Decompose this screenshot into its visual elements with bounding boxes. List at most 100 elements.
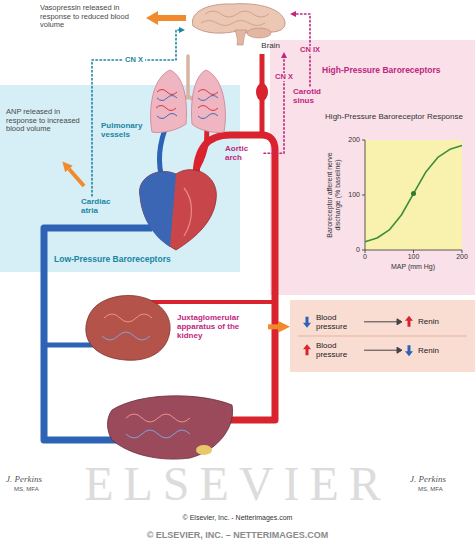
organ-node: Brain: [185, 2, 290, 52]
node-label: Blood pressure: [316, 341, 360, 359]
nerve-label: CN X: [273, 73, 295, 81]
structure-label: Cardiac atria: [80, 196, 120, 216]
axis-title-holder: MAP (mm Hg): [373, 263, 453, 271]
structure-label: Juxtaglomerular apparatus of the kidney: [176, 312, 266, 342]
tick-label: 200: [450, 253, 474, 261]
nerve-label-holder: CN IX: [298, 46, 322, 54]
signature-holder: J. Perkins: [410, 474, 472, 484]
increase-arrow: [303, 344, 311, 355]
watermark: ELSEVIER: [0, 460, 475, 508]
chart-plot-area: [365, 140, 462, 250]
vasopressin-arrow: [146, 11, 186, 25]
axis-ticks: [362, 140, 462, 253]
carotid-sinus-bulb: [256, 83, 268, 101]
tick-label: 0: [353, 253, 377, 261]
axis-title: MAP (mm Hg): [373, 263, 453, 271]
node-label: Blood pressure: [316, 313, 360, 331]
node-label: Cardiac atria: [81, 197, 119, 215]
lung-capillaries: [156, 90, 218, 111]
leads-to-arrow: [364, 347, 402, 353]
node-label: Renin: [418, 346, 462, 355]
node-label: High-Pressure Baroreceptor Response: [318, 112, 470, 121]
set-point-dot: [411, 191, 416, 196]
copyright: © ELSEVIER, INC. – NETTERIMAGES.COM: [0, 530, 475, 540]
hormone-note-holder: Vasopressin released in response to redu…: [40, 4, 142, 30]
signature: J. Perkins: [6, 474, 68, 484]
signature-degree-holder: MS, MFA: [14, 486, 64, 493]
liver-capillaries: [126, 430, 190, 438]
copyright: © Elsevier, Inc. - Netterimages.com: [0, 514, 475, 522]
copyright-holder: © Elsevier, Inc. - Netterimages.com: [0, 514, 475, 522]
heart: [140, 170, 217, 250]
signal-arrow: [268, 324, 278, 329]
brainstem: [235, 30, 247, 45]
region-band: Carotid sinusHigh-Pressure Baroreceptor …: [270, 40, 475, 295]
nerve-pathway: [92, 30, 179, 196]
renin-symbols: [290, 300, 475, 372]
axis-title-holder: Baroreceptor afferent nerve discharge (%…: [324, 140, 344, 250]
row-divider: [298, 336, 467, 337]
tick-label-holder: 0: [353, 253, 377, 261]
cerebrum: [192, 4, 285, 33]
kidney-capillaries: [102, 332, 150, 340]
node-label: Aortic arch: [225, 144, 263, 162]
nerve-label-holder: CN X: [273, 73, 295, 81]
copyright-holder: © ELSEVIER, INC. – NETTERIMAGES.COM: [0, 530, 475, 540]
nerve-label-holder: CN X: [123, 56, 145, 64]
left-lung: [151, 70, 187, 133]
watermark-holder: ELSEVIER: [0, 460, 475, 508]
renal-artery: [140, 300, 275, 304]
node-label: Juxtaglomerular apparatus of the kidney: [177, 313, 265, 341]
signature: J. Perkins: [410, 474, 472, 484]
brain-gyri: [201, 11, 269, 26]
tick-label: 100: [338, 191, 360, 199]
signature-degree: MS, MFA: [418, 486, 468, 493]
structure-label: Carotid sinus: [292, 86, 332, 106]
tick-label-holder: 200: [338, 136, 360, 144]
kidney: [86, 295, 170, 360]
tick-label-holder: 0: [338, 246, 360, 254]
hormone-note: Vasopressin released in response to redu…: [40, 4, 142, 30]
decrease-arrow: [405, 345, 413, 356]
hormone-note: ANP released in response to increased bl…: [6, 108, 84, 134]
response-curve: [365, 146, 462, 242]
nerve-label: CN IX: [298, 46, 322, 54]
tick-label-holder: 200: [450, 253, 474, 261]
liver: [108, 396, 233, 459]
nerve-label: CN X: [123, 56, 145, 64]
cerebellum: [247, 28, 271, 38]
axis-title: Baroreceptor afferent nerve discharge (%…: [326, 140, 342, 250]
tick-label: 0: [338, 246, 360, 254]
renin-box: Blood pressureReninBlood pressureRenin: [290, 300, 475, 372]
signature-degree: MS, MFA: [14, 486, 64, 493]
liver-capillaries: [126, 414, 190, 422]
anp-arrow: [69, 169, 84, 186]
high-pressure-region: [270, 40, 475, 295]
leads-to-arrow: [364, 319, 402, 325]
right-lung: [192, 70, 226, 133]
hormone-note-holder: ANP released in response to increased bl…: [6, 108, 84, 134]
structure-label: Aortic arch: [224, 143, 264, 163]
lung-capillaries: [157, 96, 218, 119]
right-heart: [140, 171, 176, 247]
node-label: Carotid sinus: [293, 87, 331, 105]
tick-label-holder: 100: [338, 191, 360, 199]
signature-degree-holder: MS, MFA: [418, 486, 468, 493]
structure-label: Pulmonary vessels: [100, 120, 150, 140]
chart-axes: [365, 140, 462, 250]
node-label: Low-Pressure Baroreceptors: [54, 255, 240, 265]
tick-label: 200: [338, 136, 360, 144]
decrease-arrow: [303, 317, 311, 328]
signature-holder: J. Perkins: [6, 474, 68, 484]
tick-label-holder: 100: [402, 253, 426, 261]
node-label: Pulmonary vessels: [101, 121, 149, 139]
kidney-capillaries: [104, 314, 152, 322]
tick-label: 100: [402, 253, 426, 261]
node-label: Brain: [261, 41, 280, 50]
increase-arrow: [405, 316, 413, 327]
node-label: High-Pressure Baroreceptors: [322, 66, 475, 76]
heart-highlight: [184, 188, 192, 236]
gallbladder: [196, 445, 212, 455]
node-label: Renin: [418, 317, 462, 326]
